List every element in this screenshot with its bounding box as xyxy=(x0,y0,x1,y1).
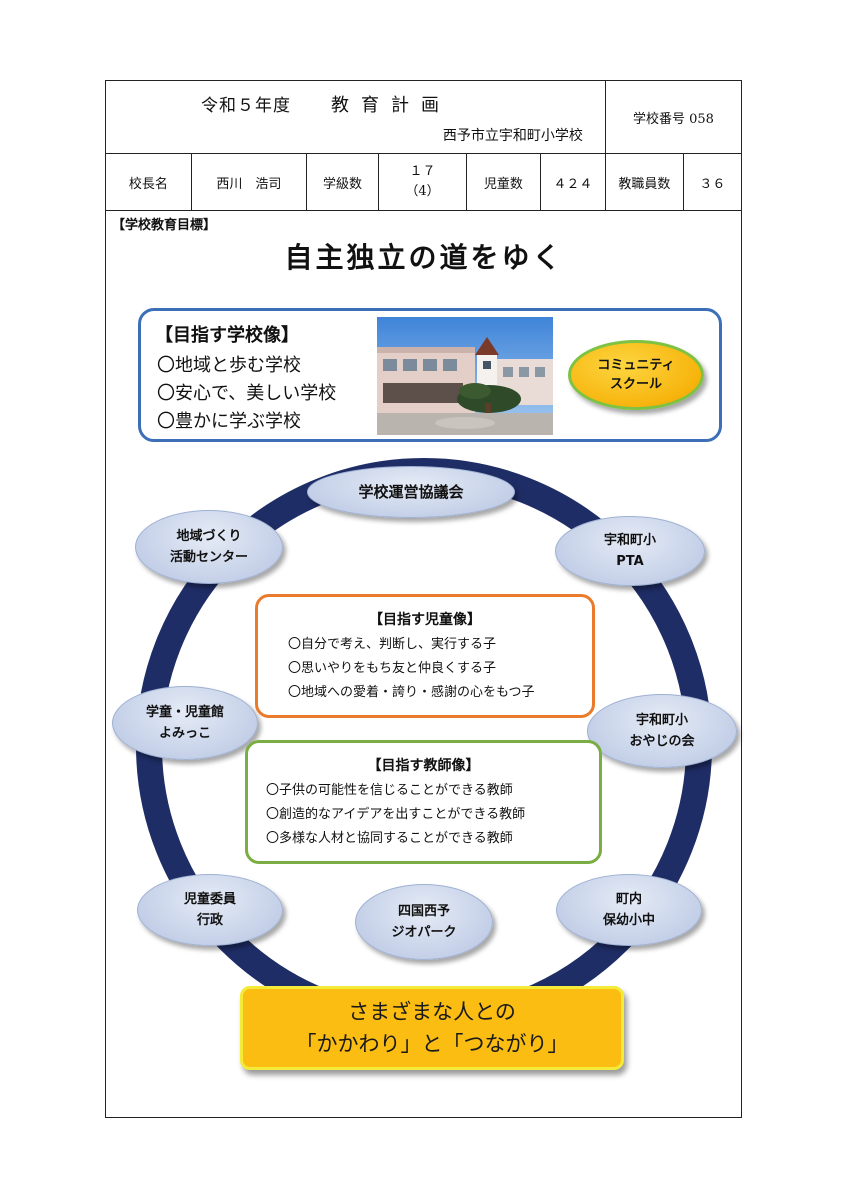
node-oyaji-line1: 宇和町小 xyxy=(635,713,688,728)
node-gakudo-line2: よみっこ xyxy=(158,726,211,741)
banner-line1: さまざまな人との xyxy=(348,1000,516,1024)
node-gakudo-line1: 学童・児童館 xyxy=(145,705,224,720)
node-center-line2: 活動センター xyxy=(169,550,248,565)
school-vision-item: 〇安心で、美しい学校 xyxy=(157,383,337,404)
plan-title: 教育計画 xyxy=(331,95,451,116)
node-pta-line2: PTA xyxy=(616,554,644,569)
teacher-vision-item: 〇子供の可能性を信じることができる教師 xyxy=(266,783,513,798)
node-pta-line1: 宇和町小 xyxy=(603,533,656,548)
classes-label: 学級数 xyxy=(306,153,379,211)
school-number: 学校番号 058 xyxy=(604,80,743,154)
classes-value-special: （4） xyxy=(405,184,440,199)
teacher-vision-item: 〇創造的なアイデアを出すことができる教師 xyxy=(266,807,526,822)
school-name: 西予市立宇和町小学校 xyxy=(442,128,583,144)
community-school-line1: コミュニティ xyxy=(597,358,675,373)
school-vision-item: 〇豊かに学ぶ学校 xyxy=(157,411,301,432)
principal-label: 校長名 xyxy=(105,153,192,211)
staff-value: ３６ xyxy=(682,153,743,211)
child-vision-item: 〇自分で考え、判断し、実行する子 xyxy=(288,637,497,652)
node-iin-line1: 児童委員 xyxy=(183,892,236,907)
node-pta: 宇和町小 PTA xyxy=(555,516,705,586)
child-vision-heading: 【目指す児童像】 xyxy=(369,612,481,628)
node-geopark: 四国西予 ジオパーク xyxy=(355,884,493,960)
principal-name: 西川 浩司 xyxy=(190,153,308,211)
community-school-line2: スクール xyxy=(609,377,662,392)
students-value: ４２４ xyxy=(539,153,606,211)
teacher-vision-heading: 【目指す教師像】 xyxy=(367,758,480,774)
community-school-badge: コミュニティ スクール xyxy=(568,340,704,410)
node-geopark-line1: 四国西予 xyxy=(397,904,450,919)
node-oyaji-line2: おやじの会 xyxy=(629,734,695,749)
node-town: 町内 保幼小中 xyxy=(556,874,702,946)
node-council-line1: 学校運営協議会 xyxy=(358,482,464,501)
teacher-vision-box: 【目指す教師像】 〇子供の可能性を信じることができる教師 〇創造的なアイデアを出… xyxy=(245,740,602,864)
staff-label: 教職員数 xyxy=(604,153,684,211)
node-iin: 児童委員 行政 xyxy=(137,874,283,946)
connection-banner: さまざまな人との 「かかわり」と「つながり」 xyxy=(240,986,624,1070)
node-town-line1: 町内 xyxy=(615,892,642,907)
node-council: 学校運営協議会 xyxy=(307,466,515,518)
node-gakudo: 学童・児童館 よみっこ xyxy=(112,686,258,760)
plan-title-line: 令和５年度 教育計画 xyxy=(201,91,451,117)
teacher-vision-item: 〇多様な人材と協同することができる教師 xyxy=(266,831,513,846)
node-geopark-line2: ジオパーク xyxy=(391,925,457,940)
child-vision-item: 〇地域への愛着・誇り・感謝の心をもつ子 xyxy=(288,685,535,700)
child-vision-item: 〇思いやりをもち友と仲良くする子 xyxy=(288,661,497,676)
classes-value: １７ （4） xyxy=(377,153,467,211)
node-iin-line2: 行政 xyxy=(196,913,223,928)
child-vision-box: 【目指す児童像】 〇自分で考え、判断し、実行する子 〇思いやりをもち友と仲良くす… xyxy=(255,594,595,718)
node-town-line2: 保幼小中 xyxy=(602,913,655,928)
node-oyaji: 宇和町小 おやじの会 xyxy=(587,694,737,768)
goal-section-label: 【学校教育目標】 xyxy=(112,218,217,233)
students-label: 児童数 xyxy=(465,153,541,211)
school-vision-box: 【目指す学校像】 〇地域と歩む学校 〇安心で、美しい学校 〇豊かに学ぶ学校 xyxy=(138,308,722,442)
school-vision-heading: 【目指す学校像】 xyxy=(155,325,299,346)
year-label: 令和５年度 xyxy=(201,96,291,116)
header-table: 令和５年度教育計画 西予市立宇和町小学校 学校番号 058 校長名 西川 浩司 … xyxy=(105,80,743,211)
node-center-line1: 地域づくり xyxy=(176,529,242,544)
school-vision-item: 〇地域と歩む学校 xyxy=(157,355,301,376)
classes-value-main: １７ xyxy=(409,164,436,179)
school-motto: 自主独立の道をゆく xyxy=(284,241,564,274)
title-cell: 令和５年度 教育計画 西予市立宇和町小学校 xyxy=(105,80,606,154)
node-center: 地域づくり 活動センター xyxy=(135,510,283,584)
banner-line2: 「かかわり」と「つながり」 xyxy=(295,1032,569,1056)
school-building-photo xyxy=(377,317,553,435)
